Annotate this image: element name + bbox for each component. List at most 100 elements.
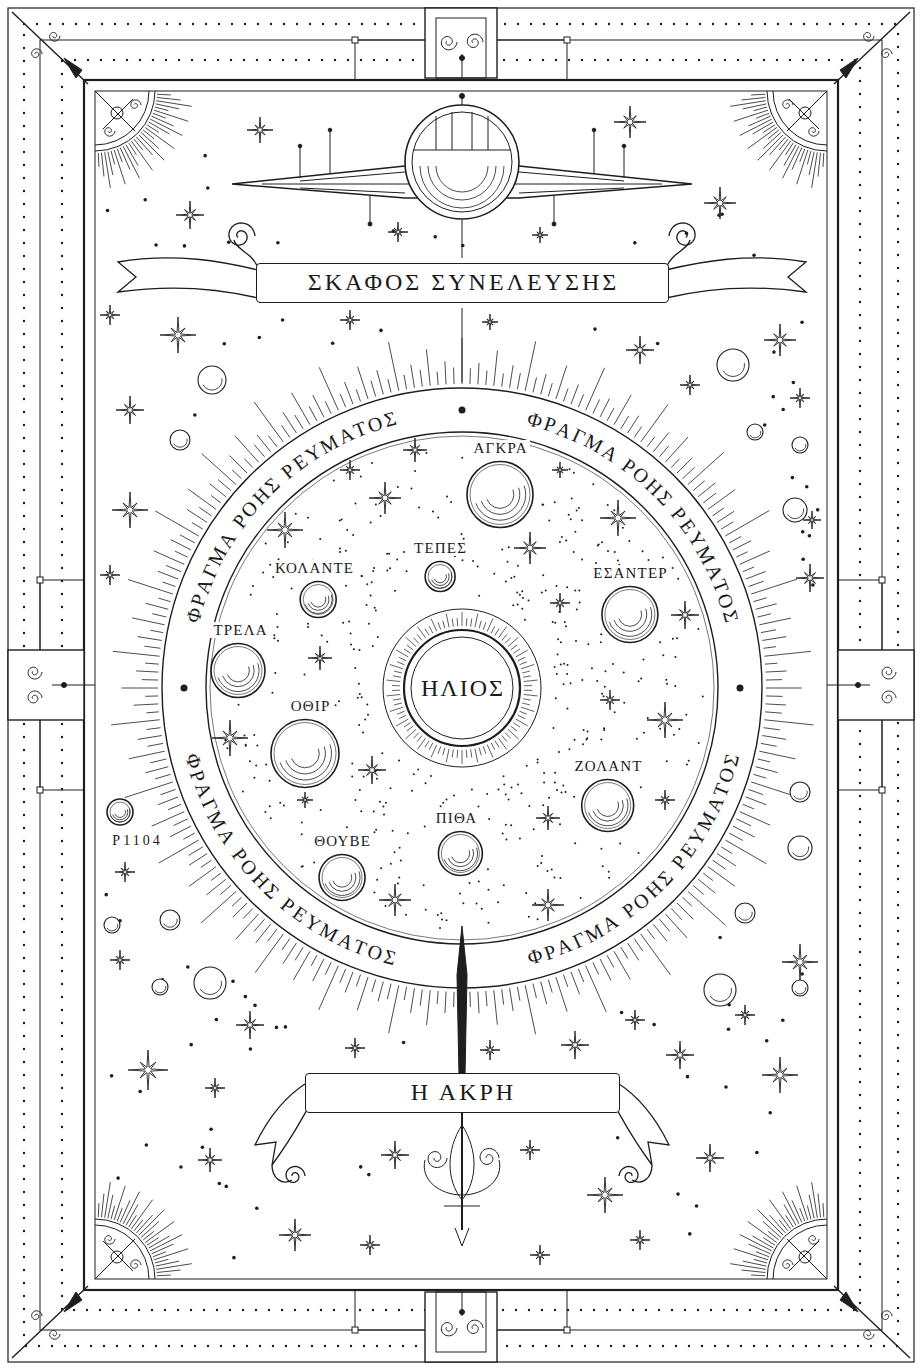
bubble-shine: [155, 986, 166, 993]
field-dot: [622, 527, 624, 529]
sunburst-ray: [797, 150, 808, 184]
barrier-ray: [621, 947, 628, 958]
barrier-ray: [763, 728, 779, 730]
barrier-ray: [665, 437, 688, 462]
barrier-ray: [437, 991, 438, 1004]
field-dot: [537, 918, 539, 920]
field-dot: [273, 637, 275, 639]
field-dot: [575, 640, 577, 642]
ribbon-curl: [669, 223, 695, 245]
field-dot: [533, 828, 535, 830]
barrier-ray: [132, 618, 165, 625]
sunburst-ray: [120, 1200, 130, 1222]
scatter-dot: [193, 413, 197, 417]
ship-dome: [412, 112, 512, 212]
star: [205, 1078, 225, 1098]
sun-disc: ΗΛΙΟΣ: [382, 608, 542, 768]
field-dot: [521, 792, 523, 794]
barrier-ray: [137, 637, 161, 641]
sun-rim: [404, 630, 520, 746]
barrier-ray: [158, 571, 178, 579]
barrier-ray: [746, 797, 766, 805]
barrier-ray: [147, 728, 161, 730]
field-dot: [226, 747, 228, 749]
sunburst-ray: [136, 137, 152, 155]
field-dot: [453, 795, 455, 797]
frame-line: [40, 40, 882, 1330]
barrier-ray: [282, 939, 290, 950]
corner-curl: [50, 1331, 60, 1340]
barrier-ray: [756, 604, 777, 610]
field-dot: [559, 541, 561, 543]
field-dot: [556, 673, 558, 675]
star: [790, 388, 810, 408]
ornament-dot: [460, 56, 465, 61]
planet-band: [429, 572, 452, 588]
field-dot: [439, 927, 441, 929]
star: [360, 1235, 380, 1255]
sunburst-filigree: [787, 1239, 827, 1279]
bubble: [790, 782, 810, 802]
scatter-dot: [771, 395, 775, 399]
ring-letter: Φ: [182, 605, 205, 624]
barrier-ray: [766, 679, 782, 680]
sun-ray: [521, 665, 534, 669]
field-dot: [362, 731, 364, 733]
field-dot: [348, 620, 350, 622]
barrier-ray: [641, 405, 668, 443]
barrier-ray: [445, 361, 446, 384]
scatter-dot: [724, 1085, 728, 1089]
field-dot: [586, 737, 588, 739]
barrier-ray: [740, 551, 770, 564]
field-dot: [510, 577, 512, 579]
field-dot: [319, 656, 321, 658]
field-dot: [545, 590, 547, 592]
sun-ray: [524, 694, 538, 695]
planet-band: [305, 594, 332, 613]
barrier-ray: [593, 399, 600, 413]
sun-ray: [429, 743, 433, 750]
bubble: [792, 980, 808, 996]
bubble: [717, 349, 749, 381]
field-dot: [462, 559, 464, 561]
barrier-ray: [751, 579, 797, 594]
field-dot: [702, 696, 704, 698]
barrier-ray: [201, 860, 212, 867]
bubble: [788, 836, 812, 860]
field-dot: [569, 468, 571, 470]
sun-ray: [399, 715, 406, 719]
barrier-ray: [189, 847, 203, 856]
field-dot: [250, 594, 252, 596]
field-dot: [320, 809, 322, 811]
field-dot: [537, 762, 539, 764]
barrier-ray: [257, 435, 271, 452]
scatter-dot: [110, 1074, 114, 1078]
field-dot: [441, 919, 443, 921]
field-dot: [342, 622, 344, 624]
sunburst-ray: [783, 146, 799, 178]
sunburst-filigree: [787, 91, 827, 131]
sun-ray: [446, 614, 449, 628]
sun-ray: [386, 694, 400, 695]
field-dot: [291, 587, 293, 589]
field-dot: [600, 848, 602, 850]
barrier-ray: [404, 987, 406, 1000]
star: [116, 396, 144, 424]
barrier-ray: [761, 630, 776, 633]
ship-antenna-dot: [298, 144, 302, 148]
barrier-ray: [372, 979, 376, 992]
top-ornament: [425, 1292, 497, 1362]
field-dot: [592, 483, 594, 485]
ring-letter: Σ: [719, 608, 741, 624]
star: [735, 1005, 755, 1025]
barrier-ray: [211, 873, 221, 880]
field-dot: [339, 551, 341, 553]
field-dot: [564, 621, 566, 623]
field-dot: [397, 486, 399, 488]
sun-ray: [413, 733, 419, 739]
field-dot: [487, 922, 489, 924]
field-dot: [578, 507, 580, 509]
ribbon-curl: [619, 1167, 638, 1183]
field-dot: [662, 654, 664, 656]
ornament-curl: [28, 667, 42, 679]
